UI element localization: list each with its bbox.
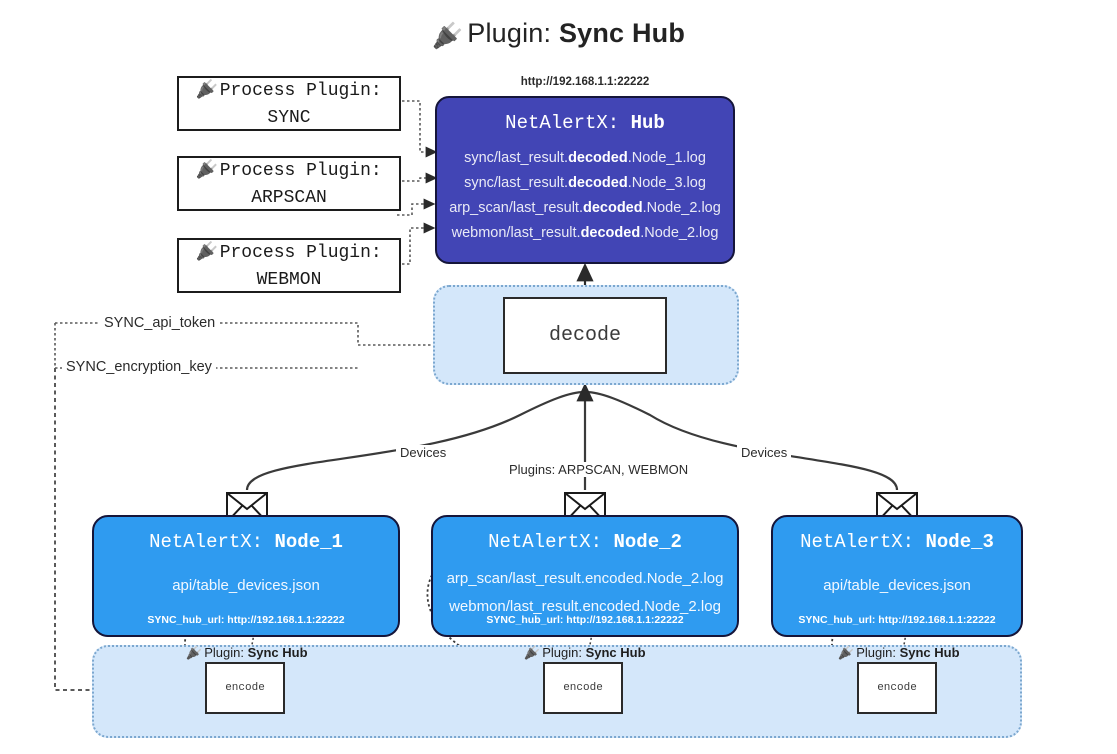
encoder-caption-name: Sync Hub (585, 645, 646, 660)
edge-label-devices-right: Devices (737, 445, 792, 460)
hub-log-line: sync/last_result.decoded.Node_3.log (437, 171, 733, 196)
log-state: decoded (582, 200, 643, 216)
encoder-caption-name: Sync Hub (247, 645, 308, 660)
node-1[interactable]: NetAlertX: Node_1 api/table_devices.json… (92, 515, 400, 637)
node-file-line: api/table_devices.json (172, 577, 320, 594)
encoder-caption-2: 🔌Plugin: Sync Hub (524, 645, 646, 661)
hub-url-label: http://192.168.1.1:22222 (520, 76, 650, 88)
decode-label: decode (548, 324, 621, 347)
setting-encryption-key-label: SYNC_encryption_key (62, 359, 216, 375)
node-title: NetAlertX: Node_3 (773, 531, 1021, 553)
node-title-prefix: NetAlertX: (800, 531, 915, 553)
process-plugin-label: Process Plugin: (219, 161, 382, 182)
log-suffix: .Node_3.log (627, 175, 706, 191)
decode-box[interactable]: decode (503, 297, 667, 374)
node-file-list: api/table_devices.json (94, 572, 398, 600)
node-title-name: Node_3 (925, 531, 994, 553)
plug-icon: 🔌 (186, 645, 203, 660)
plug-icon: 🔌 (196, 241, 219, 262)
hub-log-line: arp_scan/last_result.decoded.Node_2.log (437, 196, 733, 221)
node-title-name: Node_2 (613, 531, 682, 553)
plug-icon: 🔌 (196, 79, 219, 100)
log-suffix: .Node_2.log (642, 200, 721, 216)
encoder-caption-prefix: Plugin: (204, 645, 244, 660)
node-file-list: api/table_devices.json (773, 572, 1021, 600)
hub-title: NetAlertX: Hub (437, 112, 733, 134)
hub-title-prefix: NetAlertX: (505, 112, 620, 134)
node-title: NetAlertX: Node_1 (94, 531, 398, 553)
process-plugin-name: ARPSCAN (251, 187, 327, 208)
encoder-caption-name: Sync Hub (899, 645, 960, 660)
log-state: decoded (580, 225, 641, 241)
plug-icon: 🔌 (196, 159, 219, 180)
process-plugin-name: WEBMON (256, 269, 322, 290)
plug-icon: 🔌 (431, 22, 464, 50)
node-hub-url: SYNC_hub_url: http://192.168.1.1:22222 (147, 614, 345, 626)
setting-api-token-label: SYNC_api_token (100, 315, 220, 331)
process-plugin-label: Process Plugin: (219, 243, 382, 264)
log-suffix: .Node_2.log (640, 225, 719, 241)
hub-node[interactable]: NetAlertX: Hub sync/last_result.decoded.… (435, 96, 735, 264)
encode-box-node-1[interactable]: encode (205, 662, 285, 714)
encoder-caption-3: 🔌Plugin: Sync Hub (838, 645, 960, 661)
edge-label-devices-left: Devices (396, 445, 451, 460)
node-hub-url: SYNC_hub_url: http://192.168.1.1:22222 (486, 614, 684, 626)
process-plugin-webmon[interactable]: 🔌Process Plugin: WEBMON (177, 238, 401, 293)
node-title: NetAlertX: Node_2 (433, 531, 737, 553)
edge-label-plugins-center: Plugins: ARPSCAN, WEBMON (505, 462, 693, 477)
process-plugin-arpscan[interactable]: 🔌Process Plugin: ARPSCAN (177, 156, 401, 211)
node-file-line: api/table_devices.json (823, 577, 971, 594)
log-suffix: .Node_1.log (627, 150, 706, 166)
page-title-name: Sync Hub (558, 18, 686, 48)
page-title: 🔌Plugin: Sync Hub (0, 18, 1117, 50)
hub-title-name: Hub (630, 112, 665, 134)
hub-log-list: sync/last_result.decoded.Node_1.log sync… (437, 146, 733, 246)
node-file-list: arp_scan/last_result.encoded.Node_2.log … (433, 565, 737, 621)
node-2[interactable]: NetAlertX: Node_2 arp_scan/last_result.e… (431, 515, 739, 637)
encoder-caption-prefix: Plugin: (856, 645, 896, 660)
log-prefix: arp_scan/last_result. (449, 200, 583, 216)
encode-box-node-2[interactable]: encode (543, 662, 623, 714)
plug-icon: 🔌 (838, 645, 855, 660)
node-3[interactable]: NetAlertX: Node_3 api/table_devices.json… (771, 515, 1023, 637)
encoder-caption-prefix: Plugin: (542, 645, 582, 660)
encode-label: encode (877, 682, 917, 694)
encoder-caption-1: 🔌Plugin: Sync Hub (186, 645, 308, 661)
node-title-prefix: NetAlertX: (149, 531, 264, 553)
log-prefix: sync/last_result. (464, 150, 569, 166)
node-title-prefix: NetAlertX: (488, 531, 603, 553)
encode-label: encode (563, 682, 603, 694)
node-hub-url: SYNC_hub_url: http://192.168.1.1:22222 (798, 614, 996, 626)
log-state: decoded (568, 150, 628, 166)
plug-icon: 🔌 (524, 645, 541, 660)
node-file-line: webmon/last_result.encoded.Node_2.log (449, 598, 721, 615)
log-prefix: webmon/last_result. (451, 225, 581, 241)
hub-log-line: sync/last_result.decoded.Node_1.log (437, 146, 733, 171)
process-plugin-name: SYNC (267, 107, 311, 128)
page-title-prefix: Plugin: (467, 18, 552, 48)
node-title-name: Node_1 (274, 531, 343, 553)
process-plugin-label: Process Plugin: (219, 81, 382, 102)
log-prefix: sync/last_result. (464, 175, 569, 191)
node-file-line: arp_scan/last_result.encoded.Node_2.log (446, 570, 724, 587)
log-state: decoded (568, 175, 628, 191)
encode-box-node-3[interactable]: encode (857, 662, 937, 714)
hub-log-line: webmon/last_result.decoded.Node_2.log (437, 221, 733, 246)
process-plugin-sync[interactable]: 🔌Process Plugin: SYNC (177, 76, 401, 131)
encode-label: encode (225, 682, 265, 694)
